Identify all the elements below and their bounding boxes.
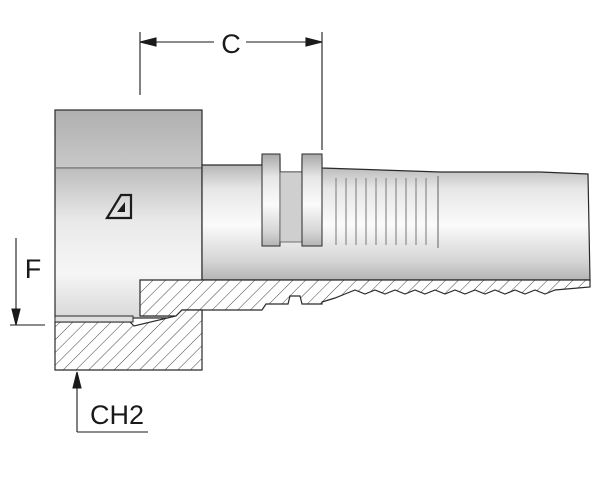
dimension-f [10,238,45,326]
hex-nut [54,109,203,319]
dimension-c [139,32,323,150]
nut-bore-line [54,315,134,323]
dimension-ch2-label: CH2 [90,400,144,430]
stem-serrations [335,176,439,248]
dimension-ch2 [72,371,148,433]
nut-section-hatch [54,309,203,371]
manufacturer-logo-icon [105,193,133,220]
dimension-c-label: C [221,29,241,59]
stem-section-hatch [139,279,591,317]
dimension-f-label: F [25,254,42,284]
